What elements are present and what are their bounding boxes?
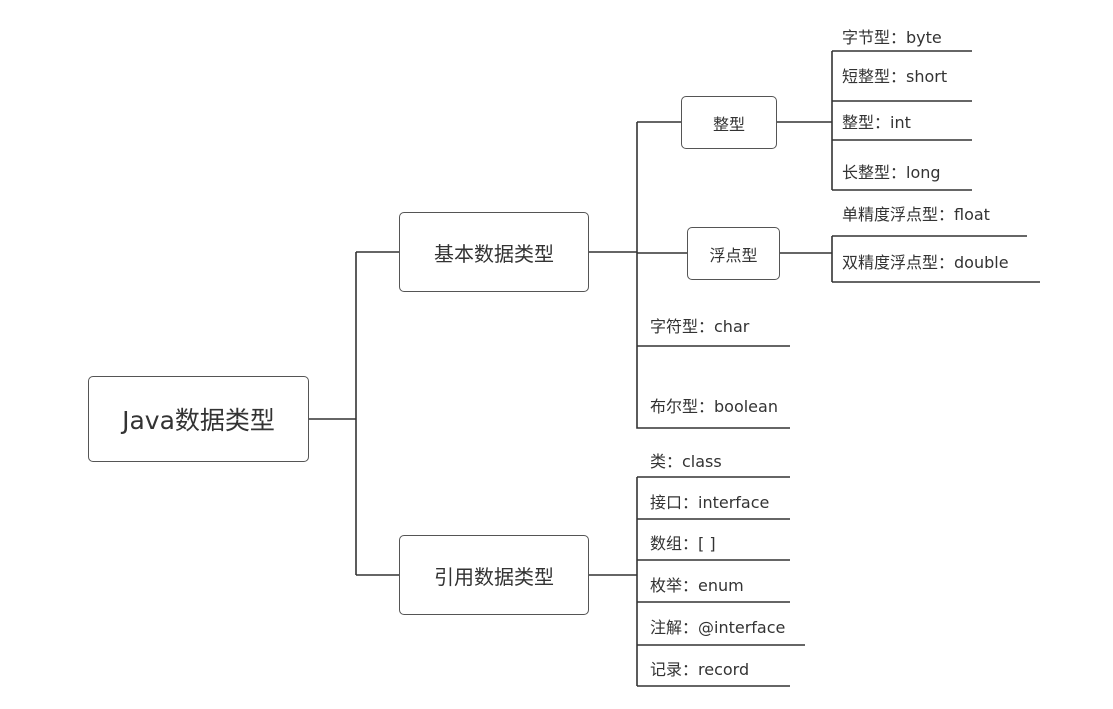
leaf-byte[interactable]: 字节型：byte	[842, 28, 942, 47]
leaf-char[interactable]: 字符型：char	[650, 317, 750, 336]
underline-boolean	[636, 346, 790, 429]
root-node[interactable]: Java数据类型	[88, 376, 309, 462]
leaf-enum[interactable]: 枚举：enum	[650, 576, 744, 595]
leaf-float[interactable]: 单精度浮点型：float	[842, 205, 990, 224]
leaf-annotation[interactable]: 注解：@interface	[650, 618, 786, 637]
primitive-types-node[interactable]: 基本数据类型	[399, 212, 589, 292]
leaf-array[interactable]: 数组：[ ]	[650, 534, 716, 553]
reference-types-node[interactable]: 引用数据类型	[399, 535, 589, 615]
leaf-int[interactable]: 整型：int	[842, 113, 911, 132]
float-node[interactable]: 浮点型	[687, 227, 780, 280]
leaf-long[interactable]: 长整型：long	[842, 163, 941, 182]
integer-node[interactable]: 整型	[681, 96, 777, 149]
leaf-interface[interactable]: 接口：interface	[650, 493, 770, 512]
leaf-class[interactable]: 类：class	[650, 452, 722, 471]
leaf-short[interactable]: 短整型：short	[842, 67, 948, 86]
leaf-boolean[interactable]: 布尔型：boolean	[650, 397, 778, 416]
leaf-record[interactable]: 记录：record	[650, 660, 750, 679]
leaf-double[interactable]: 双精度浮点型：double	[842, 253, 1009, 272]
